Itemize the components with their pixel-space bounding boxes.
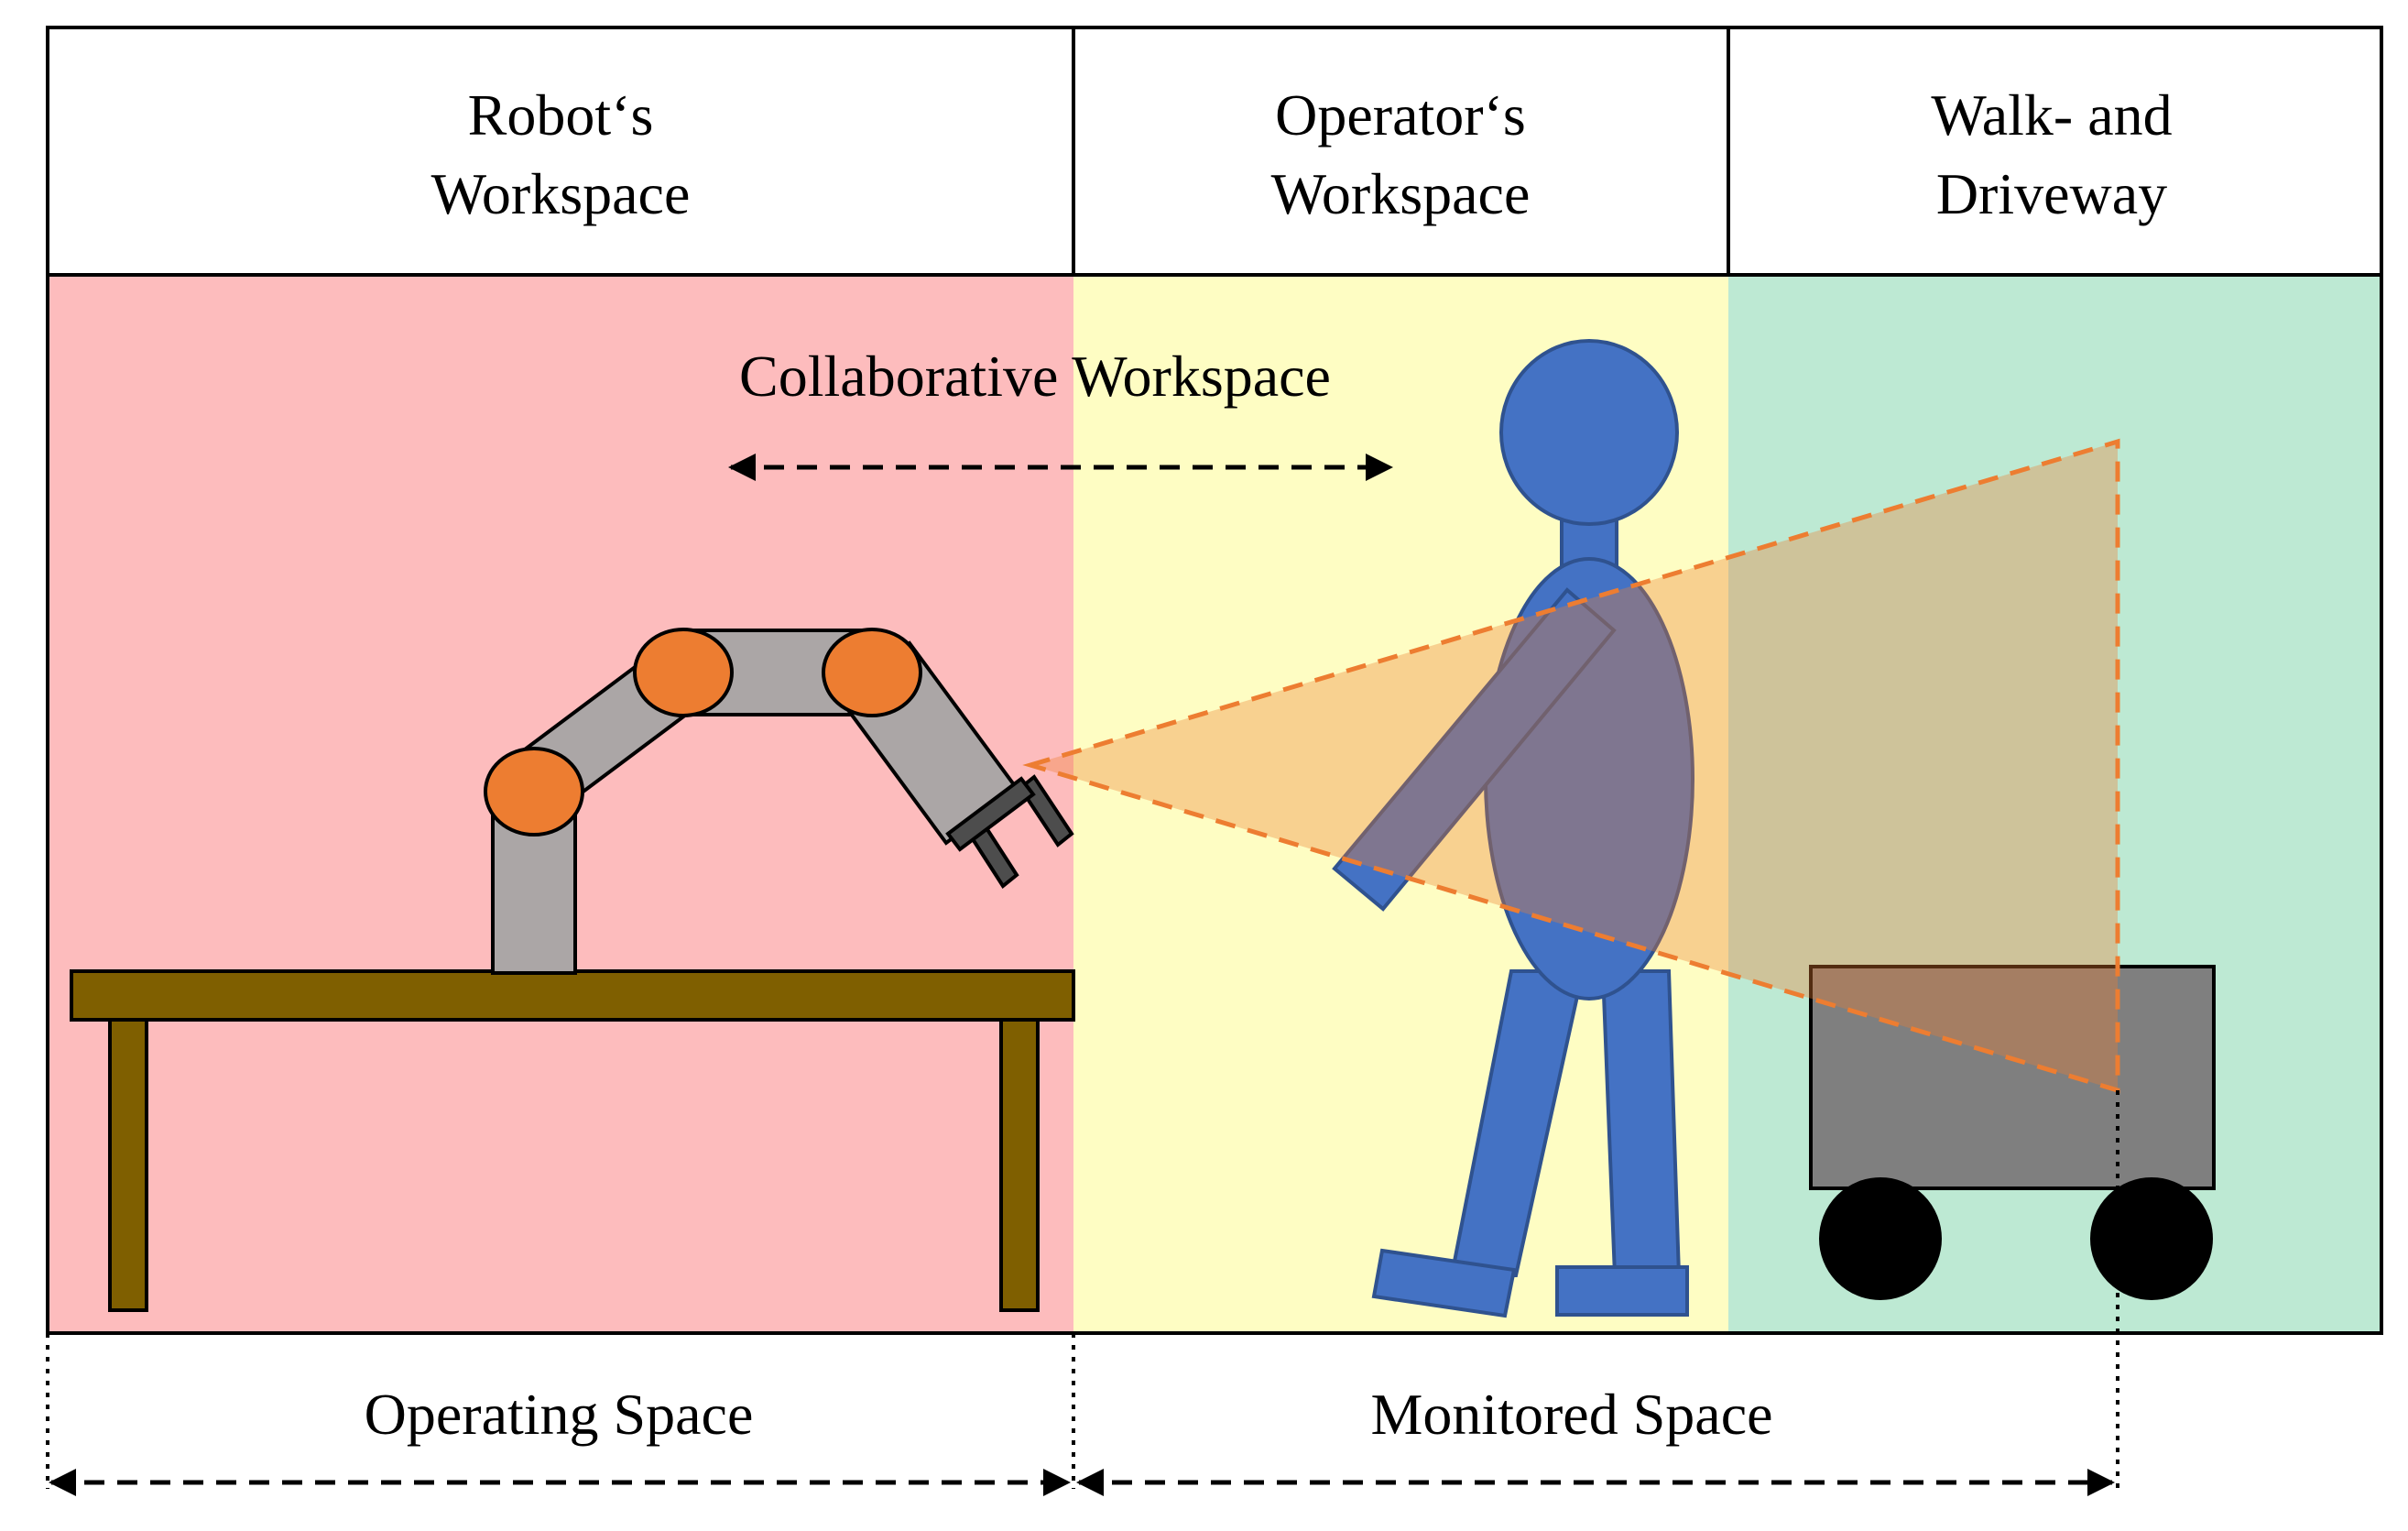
vehicle-wheel-left (1819, 1177, 1942, 1300)
human-head (1499, 339, 1679, 526)
robot-joint-shoulder (484, 747, 584, 837)
operating-space-label: Operating Space (365, 1382, 754, 1447)
human-operator (1332, 339, 1694, 1318)
vehicle-body (1809, 965, 2216, 1190)
human-leg-right (1600, 969, 1682, 1277)
human-foot-right (1555, 1265, 1689, 1317)
robot-joint-elbow (633, 628, 734, 717)
table-leg-left (108, 1017, 148, 1312)
walkway-header-line1: Walk- and (1931, 82, 2172, 148)
operator-workspace-header-line1: Operator‘s (1275, 82, 1526, 148)
table (70, 969, 1075, 1312)
human-foot-left (1371, 1248, 1517, 1318)
walkway-header-line2: Driveway (1936, 161, 2167, 226)
monitored-space-label: Monitored Space (1371, 1382, 1773, 1447)
robot-joint-wrist (822, 628, 922, 717)
table-leg-right (999, 1017, 1040, 1312)
header-row (48, 27, 2381, 275)
operator-workspace-header-line2: Workspace (1271, 161, 1531, 226)
vehicle-wheel-right (2090, 1177, 2213, 1300)
frame (46, 26, 2383, 1335)
robot-workspace-header-line1: Robot‘s (468, 82, 654, 148)
outer-frame (46, 26, 2383, 1335)
vehicle (1809, 965, 2216, 1300)
collaborative-workspace-label: Collaborative Workspace (739, 344, 1331, 409)
robot-gripper-palm (945, 776, 1036, 852)
table-top (70, 969, 1075, 1022)
robot-workspace-header-line2: Workspace (431, 161, 691, 226)
human-arm (1332, 587, 1617, 912)
sensor-field-of-view (1022, 438, 2120, 1094)
dimension-extension-lines (46, 1090, 2119, 1489)
robot-arm (484, 628, 1074, 975)
